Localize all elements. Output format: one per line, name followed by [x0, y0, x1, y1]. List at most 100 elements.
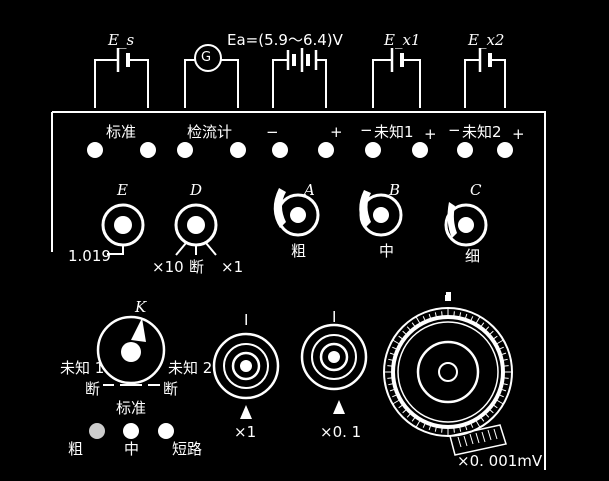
knob-c-pointer: [447, 202, 457, 238]
vernier-tick: [496, 399, 504, 405]
vernier-tick: [485, 326, 490, 331]
vernier-tick: [388, 358, 394, 361]
knob-b[interactable]: [359, 190, 403, 237]
knob-a-letter: A: [304, 181, 315, 199]
post-ea-minus[interactable]: [272, 142, 288, 158]
vernier-tick: [493, 404, 498, 409]
vernier-tick: [415, 316, 421, 324]
vernier-tick: [489, 409, 494, 414]
label-ea-minus: −: [266, 123, 279, 141]
vernier-tick: [387, 377, 393, 379]
dial-vernier[interactable]: [383, 292, 513, 456]
label-ex2: E_x2: [468, 31, 505, 49]
post-unknown2-plus[interactable]: [497, 142, 513, 158]
dial-x1-indicator: [240, 405, 252, 419]
vernier-tick: [503, 365, 509, 367]
vernier-tick: [470, 316, 474, 322]
knob-a[interactable]: [273, 188, 320, 237]
vernier-tick: [434, 426, 437, 432]
vernier-tick: [453, 427, 455, 433]
label-ea-plus: +: [330, 123, 343, 141]
button-short[interactable]: [158, 423, 174, 439]
vernier-tick: [389, 352, 395, 356]
switch-k-letter: K: [135, 298, 147, 316]
vernier-tick: [464, 313, 468, 319]
knob-c[interactable]: [444, 202, 488, 247]
button-medium[interactable]: [123, 423, 139, 439]
knob-b-label: 中: [379, 242, 395, 260]
post-ea-plus[interactable]: [318, 142, 334, 158]
switch-k-unknown1: 未知 1: [60, 359, 105, 377]
button-coarse[interactable]: [89, 423, 105, 439]
post-galvanometer-1[interactable]: [177, 142, 193, 158]
switch-k-unknown2: 未知 2: [168, 359, 213, 377]
knob-d[interactable]: [174, 203, 218, 256]
dial-vernier-multiplier: ×0. 001mV: [457, 452, 543, 470]
vernier-tick: [422, 422, 426, 428]
vernier-tick: [428, 425, 432, 431]
vernier-tick: [392, 399, 400, 405]
knob-d-off: 断: [189, 258, 205, 276]
vernier-tick: [398, 335, 403, 340]
post-galvanometer-2[interactable]: [230, 142, 246, 158]
dial-x0-1-multiplier: ×0. 1: [320, 423, 362, 441]
vernier-tick: [392, 394, 398, 398]
post-unknown1-minus[interactable]: [365, 142, 381, 158]
vernier-tick: [501, 388, 507, 392]
vernier-tick: [475, 420, 481, 428]
vernier-tick: [498, 346, 504, 350]
vernier-tick: [389, 388, 395, 392]
post-unknown2-minus[interactable]: [457, 142, 473, 158]
vernier-tick: [453, 311, 455, 317]
vernier-tick: [496, 339, 504, 345]
vernier-tick: [388, 383, 394, 386]
vernier-tick: [441, 311, 443, 317]
label-ex1: E_x1: [384, 31, 421, 49]
vernier-tick: [415, 420, 421, 428]
knob-b-letter: B: [389, 181, 401, 199]
dial-x0-1-indicator: [333, 400, 345, 414]
galvanometer-wire: [184, 59, 239, 108]
vernier-tick: [464, 425, 468, 431]
label-unknown1-plus: +: [424, 125, 437, 143]
label-unknown1-minus: −: [360, 121, 373, 139]
es-wire: [94, 59, 149, 108]
label-standard: 标准: [106, 123, 137, 141]
vernier-tick: [459, 426, 462, 432]
binding-posts: [87, 142, 513, 158]
dial-x0-1[interactable]: [300, 323, 368, 414]
switch-k-off-right: 断: [163, 380, 179, 398]
vernier-tick: [392, 339, 400, 345]
vernier-tick: [428, 313, 432, 319]
label-galvanometer-g: G: [201, 50, 212, 65]
knob-b-pointer: [359, 190, 371, 228]
button-coarse-label: 粗: [68, 440, 84, 458]
label-unknown2-minus: −: [448, 121, 461, 139]
knob-c-label: 细: [465, 247, 481, 265]
vernier-tick: [502, 383, 508, 386]
vernier-tick: [489, 330, 494, 335]
vernier-tick: [406, 326, 411, 331]
button-short-label: 短路: [172, 440, 203, 458]
vernier-tick: [441, 427, 443, 433]
vernier-tick: [485, 413, 490, 418]
vernier-tick: [501, 352, 507, 356]
vernier-tick: [398, 404, 403, 409]
knob-a-label: 粗: [291, 242, 307, 260]
post-standard-plus[interactable]: [140, 142, 156, 158]
label-unknown2: 未知2: [462, 123, 502, 141]
vernier-tick: [406, 413, 411, 418]
post-unknown1-plus[interactable]: [412, 142, 428, 158]
vernier-tick: [459, 312, 462, 318]
switch-k[interactable]: [96, 315, 166, 386]
vernier-tick: [402, 409, 407, 414]
knob-d-x10: ×10: [152, 258, 184, 276]
switch-k-off-left: 断: [85, 380, 101, 398]
knob-e[interactable]: [101, 203, 145, 255]
dial-x1-roman: I: [244, 311, 249, 329]
dial-x1[interactable]: [212, 332, 280, 419]
post-standard-minus[interactable]: [87, 142, 103, 158]
knob-e-value: 1.019: [68, 247, 111, 265]
vernier-tick: [402, 330, 407, 335]
panel-border: [52, 111, 546, 470]
